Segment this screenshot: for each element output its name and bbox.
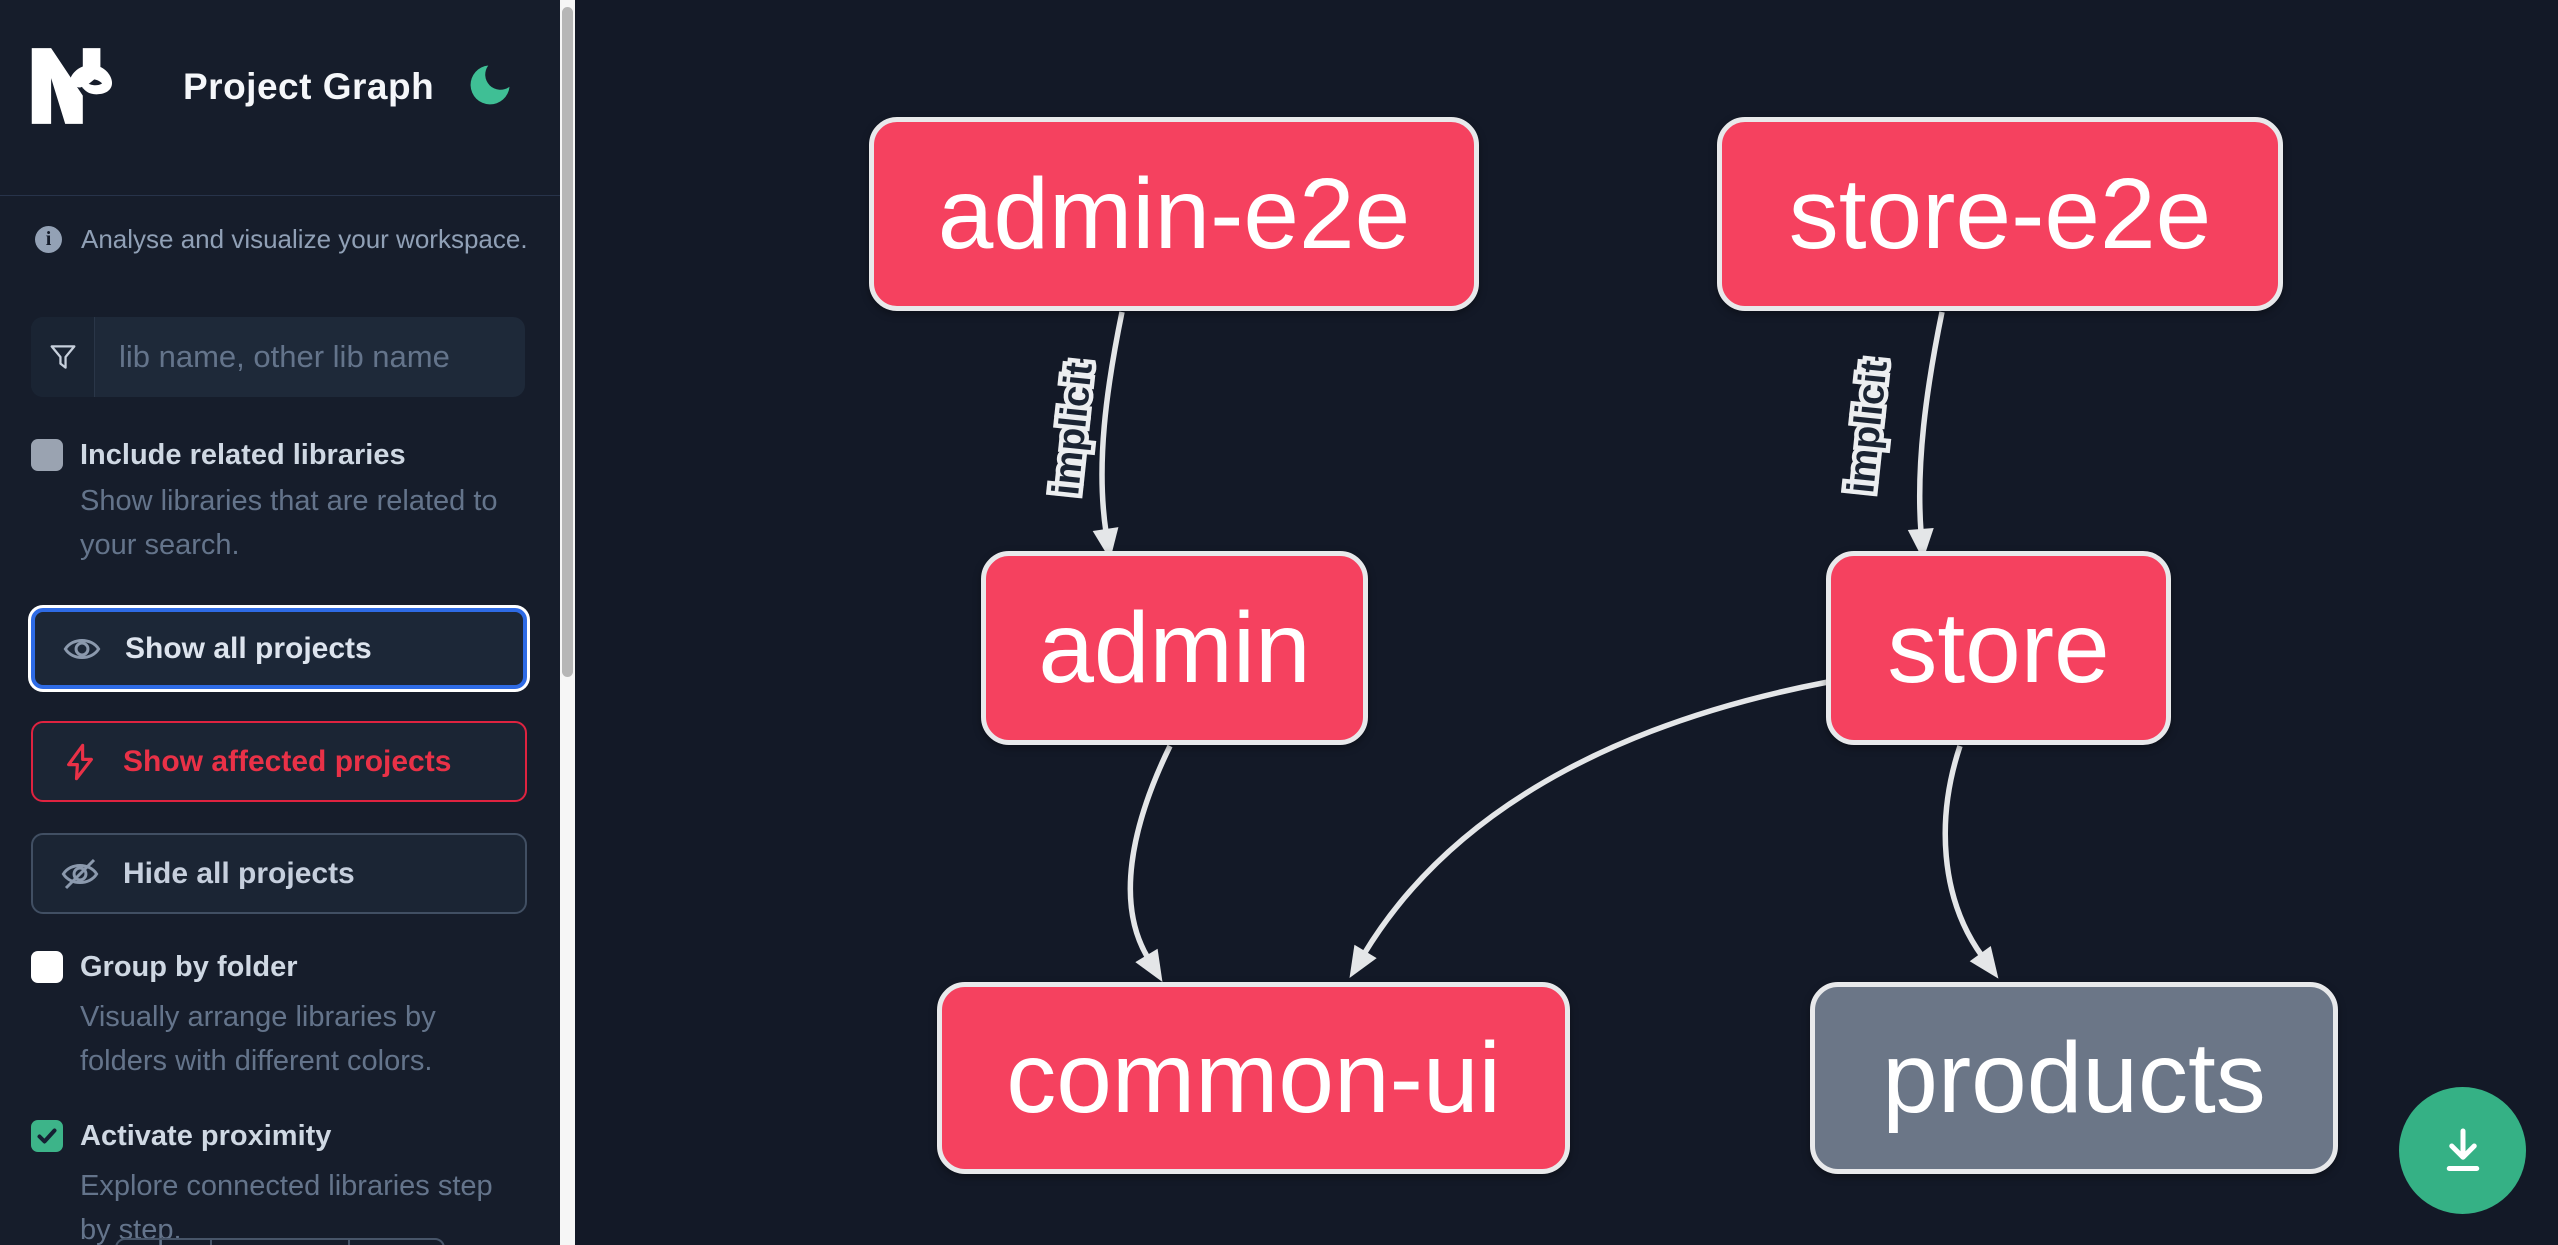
show-all-projects-button[interactable]: Show all projects <box>31 608 527 689</box>
sidebar-scrollbar[interactable] <box>560 0 575 1245</box>
node-products[interactable]: products <box>1810 982 2338 1174</box>
info-icon: i <box>35 226 62 253</box>
activate-proximity-checkbox[interactable] <box>31 1120 63 1152</box>
edge-label-implicit-admin: implicit <box>1045 360 1101 497</box>
include-related-toggle: Include related libraries Show libraries… <box>31 437 531 567</box>
edge-store-e2e-store <box>1907 311 1945 560</box>
group-by-folder-toggle: Group by folder Visually arrange librari… <box>31 949 531 1083</box>
download-graph-button[interactable] <box>2399 1087 2526 1214</box>
include-related-checkbox[interactable] <box>31 439 63 471</box>
node-label: store-e2e <box>1788 157 2212 270</box>
edge-admin-common-ui <box>1127 744 1173 982</box>
node-label: admin <box>1038 591 1311 704</box>
node-store-e2e[interactable]: store-e2e <box>1717 117 2283 311</box>
moon-icon <box>470 65 510 104</box>
sidebar: Project Graph i Analyse and visualize yo… <box>0 0 560 1245</box>
node-label: store <box>1887 591 2110 704</box>
node-store[interactable]: store <box>1826 551 2171 745</box>
sidebar-scrollbar-thumb[interactable] <box>562 7 573 677</box>
bolt-icon <box>67 743 93 780</box>
eye-off-icon <box>61 858 99 889</box>
check-icon <box>37 1128 57 1144</box>
theme-toggle-button[interactable] <box>462 58 518 114</box>
include-related-description: Show libraries that are related to your … <box>80 485 498 561</box>
node-common-ui[interactable]: common-ui <box>937 982 1570 1174</box>
node-label: admin-e2e <box>937 157 1411 270</box>
edge-admin-e2e-admin <box>1092 311 1125 560</box>
show-all-projects-label: Show all projects <box>125 631 372 665</box>
nx-logo-icon <box>31 48 113 124</box>
hide-all-projects-button[interactable]: Hide all projects <box>31 833 527 914</box>
node-label: products <box>1882 1021 2266 1134</box>
header-divider <box>0 195 560 196</box>
workspace-info: i Analyse and visualize your workspace. <box>35 224 528 255</box>
node-admin-e2e[interactable]: admin-e2e <box>869 117 1479 311</box>
proximity-value <box>210 1240 348 1245</box>
eye-icon <box>63 638 101 659</box>
include-related-label: Include related libraries <box>80 439 406 471</box>
group-by-folder-description: Visually arrange libraries by folders wi… <box>80 1001 436 1077</box>
node-admin[interactable]: admin <box>981 551 1368 745</box>
page-title: Project Graph <box>183 66 435 107</box>
filter-input[interactable] <box>95 317 525 397</box>
hide-all-projects-label: Hide all projects <box>123 856 355 890</box>
edge-label-implicit-store: implicit <box>1840 358 1896 495</box>
funnel-icon <box>31 317 95 397</box>
group-by-folder-checkbox[interactable] <box>31 951 63 983</box>
edge-store-common-ui <box>1349 679 1829 978</box>
edge-store-products <box>1942 745 1999 979</box>
activate-proximity-label: Activate proximity <box>80 1120 332 1152</box>
proximity-increment-button[interactable] <box>348 1240 443 1245</box>
sidebar-header: Project Graph <box>0 0 560 195</box>
group-by-folder-label: Group by folder <box>80 951 298 983</box>
show-affected-projects-label: Show affected projects <box>123 744 452 778</box>
info-text: Analyse and visualize your workspace. <box>81 224 528 254</box>
download-icon <box>2446 1128 2479 1171</box>
node-label: common-ui <box>1006 1021 1501 1134</box>
project-filter <box>31 317 525 397</box>
show-affected-projects-button[interactable]: Show affected projects <box>31 721 527 802</box>
